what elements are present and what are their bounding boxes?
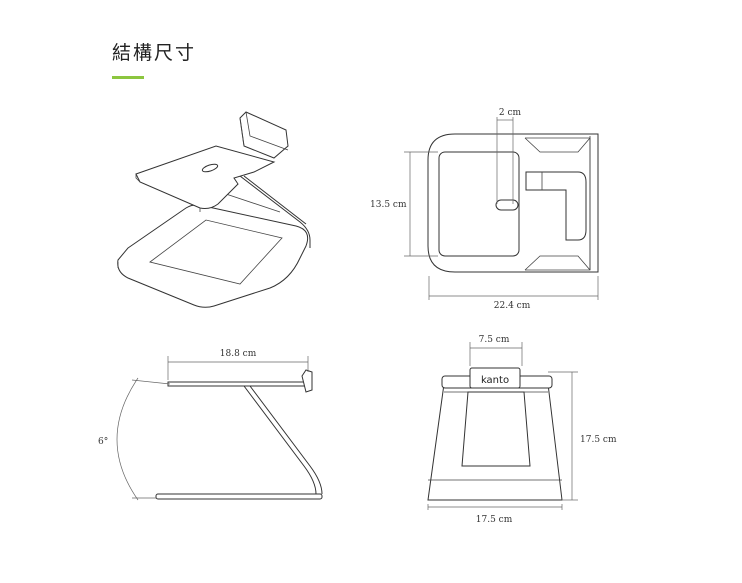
section-title: 結構尺寸 (112, 42, 197, 64)
brand-logo: kanto (481, 375, 509, 386)
dim-top-notch: 2 cm (499, 108, 522, 118)
dim-front-top: 7.5 cm (479, 335, 510, 345)
side-view (116, 356, 323, 501)
dim-side-length: 18.8 cm (220, 349, 257, 359)
dim-side-angle: 6° (98, 437, 108, 447)
dim-top-width: 22.4 cm (494, 301, 531, 311)
isometric-view (117, 111, 311, 308)
title-accent-bar (112, 76, 144, 79)
dim-front-height: 17.5 cm (580, 435, 617, 445)
dim-top-depth: 13.5 cm (370, 200, 407, 210)
top-view (404, 117, 599, 300)
front-view (427, 342, 578, 510)
dim-front-base: 17.5 cm (476, 515, 513, 525)
